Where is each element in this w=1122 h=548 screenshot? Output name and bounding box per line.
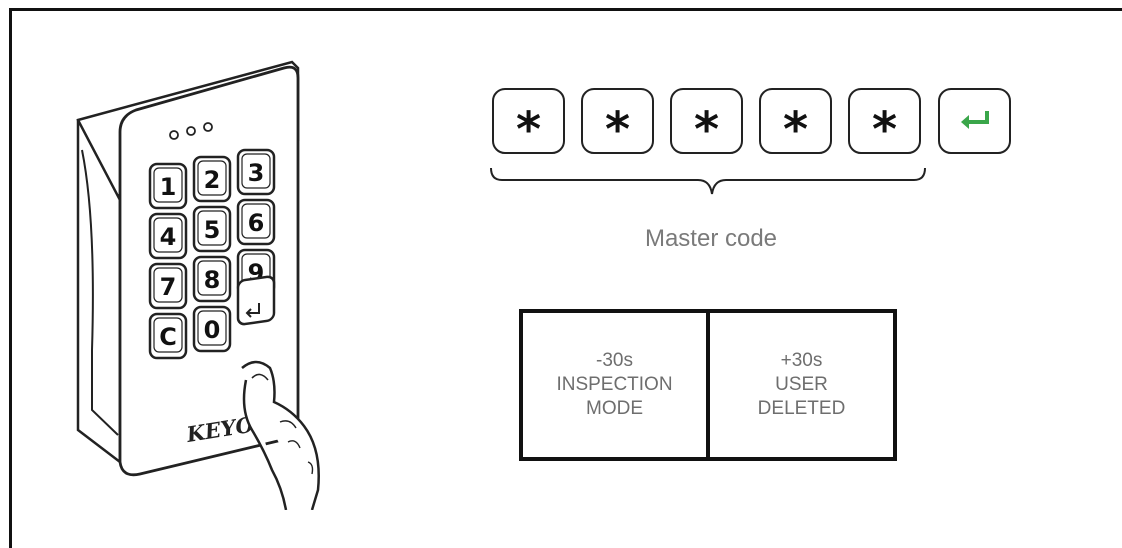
enter-arrow-icon [960,111,989,129]
asterisk-symbol: * [515,102,542,158]
pressing-finger-icon [241,360,320,511]
inspection-mode-time: -30s [596,349,633,371]
keypad-enter-key [236,275,276,326]
code-key: * [581,88,654,154]
keypad-key-clear: C [148,312,188,360]
asterisk-symbol: * [782,102,809,158]
asterisk-symbol: * [871,102,898,158]
keypad-key-label: 0 [204,316,221,344]
user-deleted-time: +30s [780,349,823,371]
keypad-key-label: 6 [248,209,265,237]
code-key: * [492,88,565,154]
code-key: * [848,88,921,154]
keypad-key-label: 5 [204,216,221,244]
led-indicator [186,126,196,136]
enter-key [938,88,1011,154]
keypad-key-2: 2 [192,155,232,203]
keypad-key-4: 4 [148,212,188,260]
master-code-label: Master code [644,225,778,252]
keypad-key-label: C [159,323,177,351]
user-deleted-line: DELETED [757,398,846,420]
keypad-key-label: 7 [160,273,177,301]
inspection-mode-cell: -30s INSPECTION MODE [523,313,706,457]
keypad-key-label: 1 [160,173,177,201]
keypad-key-label: 4 [160,223,177,251]
mode-table: -30s INSPECTION MODE +30s USER DELETED [519,309,897,461]
keypad-key-label: 3 [248,159,265,187]
inspection-mode-line: MODE [586,398,643,420]
user-deleted-line: USER [775,373,828,395]
keypad-key-3: 3 [236,148,276,196]
keypad-key-7: 7 [148,262,188,310]
keypad-key-label: 8 [204,266,221,294]
keypad-key-0: 0 [192,305,232,353]
enter-arrow-icon [245,303,260,318]
inspection-mode-line: INSPECTION [556,373,673,395]
keypad-key-label: 2 [204,166,221,194]
asterisk-symbol: * [604,102,631,158]
asterisk-symbol: * [693,102,720,158]
user-deleted-cell: +30s USER DELETED [706,313,893,457]
diagram-frame [9,8,1122,548]
keypad-key-8: 8 [192,255,232,303]
code-key: * [759,88,832,154]
code-group-brace [490,167,926,195]
led-indicator [203,122,213,132]
keypad-key-6: 6 [236,198,276,246]
keypad-key-5: 5 [192,205,232,253]
code-key: * [670,88,743,154]
led-indicator [169,130,179,140]
keypad-key-1: 1 [148,162,188,210]
